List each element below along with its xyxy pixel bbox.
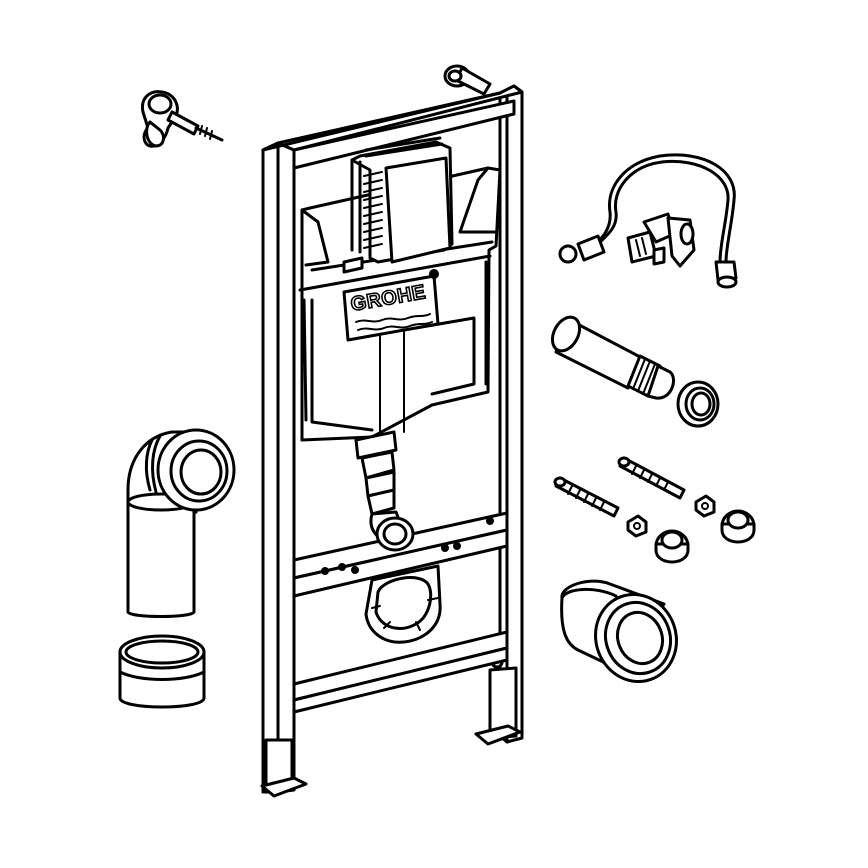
drain-elbow [126, 428, 236, 618]
pipe-sleeve [118, 634, 206, 709]
drain-connector [364, 564, 442, 644]
cap-nut-2 [720, 509, 756, 544]
installation-frame [260, 64, 524, 798]
sealing-ring [676, 380, 720, 428]
drain-sleeve [560, 579, 678, 684]
brand-logo: GROHE [342, 269, 440, 342]
cap-nut [654, 529, 690, 564]
mounting-bolt [553, 476, 620, 518]
flush-pipe-elbow [354, 430, 415, 552]
angle-valve [626, 212, 696, 268]
nut [626, 514, 648, 538]
wall-anchor-bracket [140, 90, 224, 148]
nut-2 [694, 494, 716, 518]
flush-connector-pipe [550, 315, 675, 400]
mounting-bolt-2 [617, 456, 686, 500]
actuator-plate-mount [342, 136, 454, 274]
water-supply-hose [558, 153, 738, 289]
top-wall-anchor [443, 64, 492, 96]
